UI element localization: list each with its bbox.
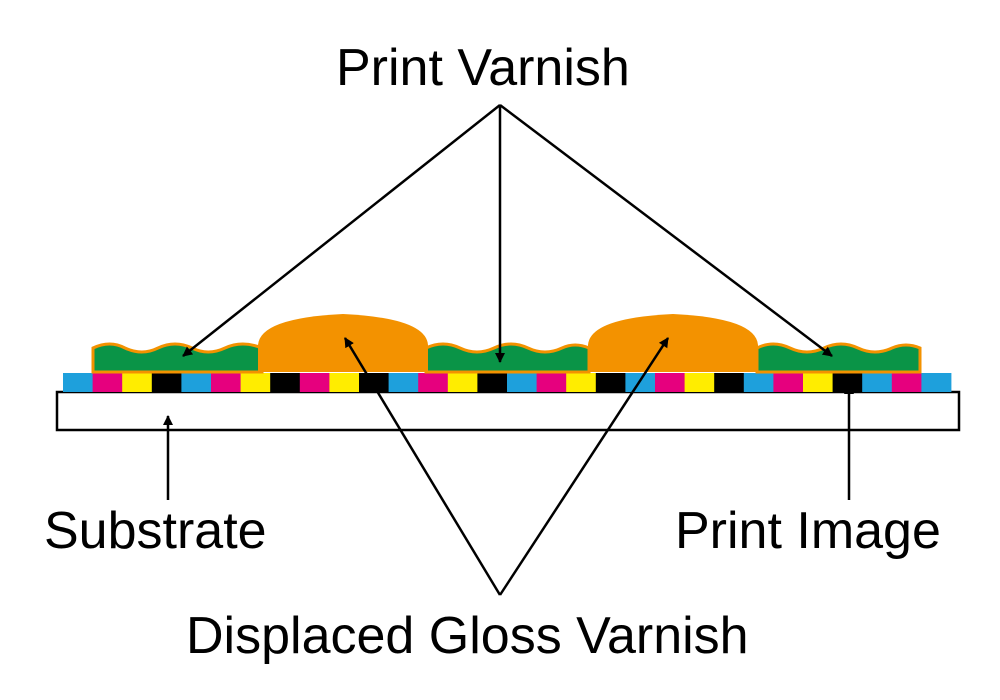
print-image-dot-magenta xyxy=(92,373,123,392)
print-image-dot-magenta xyxy=(536,373,567,392)
print-image-dot-yellow xyxy=(566,373,597,392)
substrate-label: Substrate xyxy=(44,502,267,560)
print-image-dot-cyan xyxy=(862,373,893,392)
print-image-dot-cyan xyxy=(921,373,952,392)
print-image-dot-black xyxy=(477,373,508,392)
print-image-label: Print Image xyxy=(675,502,941,560)
arrows xyxy=(163,104,854,596)
print-image-dot-cyan xyxy=(507,373,537,392)
gloss-varnish-dome xyxy=(258,314,428,372)
displaced-gloss-varnish-label: Displaced Gloss Varnish xyxy=(186,607,749,665)
print-image-dot-cyan xyxy=(388,373,419,392)
print-image-dot-magenta xyxy=(211,373,241,392)
print-image-layer xyxy=(63,373,952,392)
print-image-dot-cyan xyxy=(63,373,93,392)
print-image-dot-yellow xyxy=(803,373,833,392)
print-varnish-label: Print Varnish xyxy=(336,39,630,97)
print-image-dot-magenta xyxy=(418,373,449,392)
gloss-varnish-dome xyxy=(588,314,758,372)
print-image-dot-black xyxy=(151,373,182,392)
print-image-dot-black xyxy=(595,373,626,392)
print-image-dot-yellow xyxy=(684,373,715,392)
print-image-dot-black xyxy=(832,373,863,392)
print-image-dot-cyan xyxy=(743,373,774,392)
arrow-print-varnish-left xyxy=(182,104,501,357)
print-image-dot-black xyxy=(359,373,389,392)
print-image-dot-magenta xyxy=(299,373,330,392)
arrow-displaced-left xyxy=(343,337,502,596)
print-varnish-segment xyxy=(424,342,591,374)
print-varnish-segment xyxy=(755,342,922,374)
print-image-dot-cyan xyxy=(181,373,212,392)
print-image-dot-magenta xyxy=(891,373,922,392)
print-image-dot-black xyxy=(270,373,301,392)
print-image-dot-yellow xyxy=(240,373,271,392)
print-image-dot-magenta xyxy=(655,373,685,392)
print-image-dot-black xyxy=(714,373,745,392)
substrate-layer xyxy=(55,390,961,432)
arrow-print-varnish-right xyxy=(499,104,833,357)
displaced-gloss-varnish-layer xyxy=(258,314,758,372)
print-varnish-layer xyxy=(91,342,922,374)
print-varnish-segment xyxy=(91,342,264,374)
print-image-dot-yellow xyxy=(122,373,153,392)
print-image-dot-yellow xyxy=(329,373,360,392)
print-image-dot-magenta xyxy=(773,373,804,392)
print-image-dot-yellow xyxy=(447,373,478,392)
arrow-displaced-right xyxy=(498,337,670,596)
